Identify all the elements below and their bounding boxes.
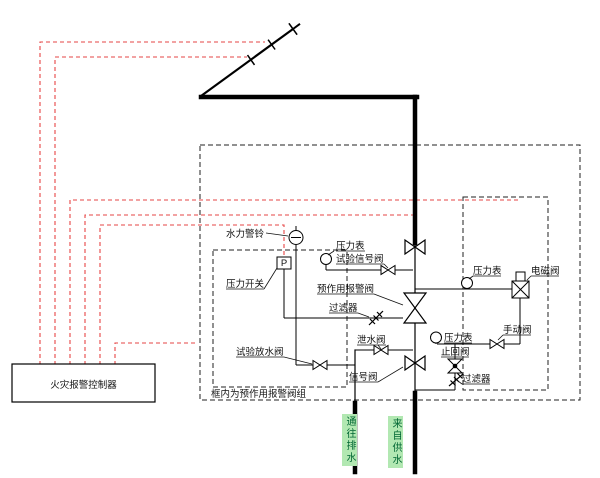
- label-from-supply: 来自供水: [388, 416, 403, 468]
- sprinkler-tick-1: [246, 54, 256, 66]
- leader-bell: [265, 232, 289, 237]
- frame-note: 框内为预作用报警阀组: [211, 388, 307, 400]
- filter-trim-icon: [448, 373, 464, 387]
- test-drain-valve-symbol: [312, 359, 328, 371]
- label-check-valve: 止回阀: [441, 346, 470, 358]
- sprinkler-tick-2: [267, 39, 276, 50]
- solenoid-valve-icon: [511, 271, 530, 299]
- leader-test-signal: [383, 263, 389, 269]
- leader-gauge-solenoid: [468, 275, 474, 280]
- label-hydraulic-alarm-bell: 水力警铃: [226, 228, 265, 240]
- water-motor-alarm-icon: [288, 226, 304, 245]
- signal-wire-1: [39, 41, 265, 365]
- label-drain-valve: 泄水阀: [357, 334, 386, 346]
- test-signal-valve-symbol: [380, 264, 396, 276]
- leader-signal-valve: [377, 366, 404, 383]
- label-pressure-gauge-main: 压力表: [336, 240, 365, 252]
- leader-solenoid: [526, 275, 532, 281]
- leader-pressure-switch: [263, 267, 278, 290]
- label-manual-valve: 手动阀: [503, 324, 532, 336]
- drain-valve-symbol: [373, 344, 389, 356]
- signal-wire-2: [54, 56, 247, 365]
- pressure-gauge-trim-icon: [430, 331, 442, 344]
- check-valve-symbol: [446, 358, 464, 374]
- leader-filter1: [357, 312, 370, 318]
- leader-test-drain: [283, 356, 313, 365]
- fire-alarm-controller-label: 火灾报警控制器: [50, 379, 117, 391]
- pressure-gauge-main-icon: [320, 253, 332, 265]
- label-signal-valve: 信号阀: [349, 371, 378, 383]
- label-preaction-alarm-valve: 预作用报警阀: [317, 283, 374, 295]
- pressure-switch-letter: P: [281, 258, 287, 269]
- label-solenoid-valve: 电磁阀: [531, 265, 560, 277]
- leader-manual-valve: [497, 334, 504, 341]
- manual-valve-symbol: [489, 338, 505, 350]
- label-pressure-gauge-solenoid: 压力表: [473, 265, 502, 277]
- label-test-drain-valve: 试验放水阀: [236, 346, 284, 358]
- leader-preaction: [373, 293, 404, 306]
- sprinkler-head-icon: [292, 22, 301, 30]
- inner-right-frame: [462, 196, 549, 391]
- sprinkler-branch: [200, 22, 301, 97]
- signal-wire-6: [114, 342, 197, 365]
- label-test-signal-valve: 试验信号阀: [336, 253, 384, 265]
- signal-valve-symbol: [404, 354, 426, 372]
- preaction-alarm-valve-symbol: [402, 292, 428, 324]
- leader-drain-valve: [377, 344, 382, 350]
- outer-valve-group-frame: [199, 144, 581, 401]
- upper-butterfly-valve: [404, 238, 426, 256]
- label-filter-alarm-line: 过滤器: [329, 302, 358, 314]
- leader-gauge-main: [327, 250, 335, 256]
- pressure-switch-icon: [276, 256, 292, 270]
- signal-wire-5: [99, 224, 285, 365]
- label-pressure-gauge-trim: 压力表: [444, 332, 473, 344]
- filter-alarm-line-icon: [368, 310, 384, 326]
- label-pressure-switch: 压力开关: [226, 278, 265, 290]
- pressure-gauge-solenoid-icon: [461, 277, 473, 289]
- label-to-drain: 通往排水: [342, 414, 357, 466]
- leader-filter2: [457, 380, 463, 385]
- label-filter-trim: 过滤器: [462, 373, 491, 385]
- signal-wire-3: [69, 199, 521, 365]
- signal-wire-4: [84, 214, 413, 365]
- fire-alarm-controller-box: [11, 363, 156, 403]
